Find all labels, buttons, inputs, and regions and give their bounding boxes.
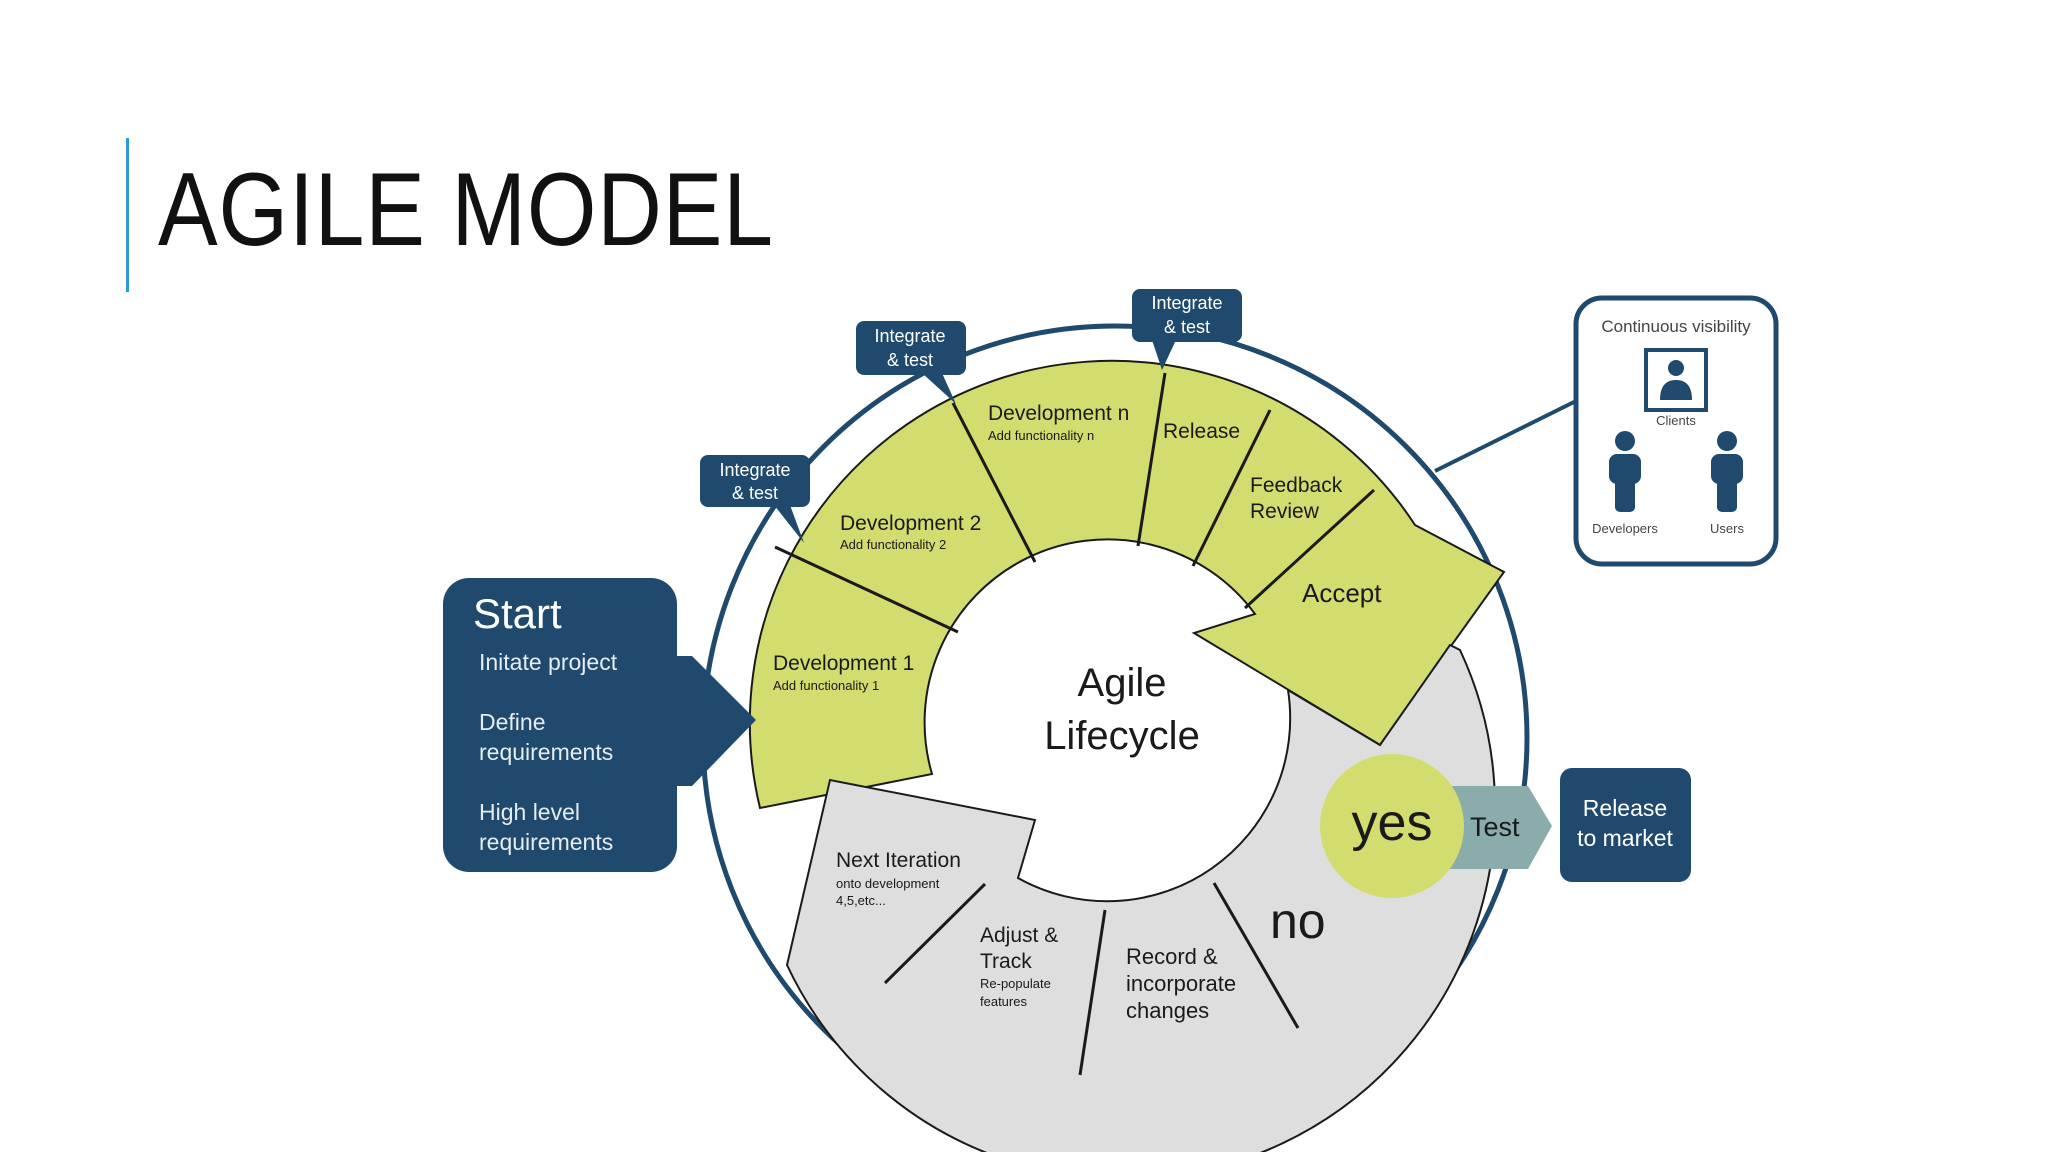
slide-title: AGILE MODEL [158,152,774,268]
development-2-title: Development 2 [840,512,981,535]
start-item-requirements: requirements [479,739,613,765]
adjust-label-line2: Track [980,950,1032,973]
accept-label: Accept [1302,578,1382,608]
integrate-1-line1: Integrate [719,460,790,480]
no-label: no [1270,893,1326,949]
integrate-2-line1: Integrate [874,326,945,346]
next-iteration-sub1: onto development [836,876,940,891]
review-dividers [883,882,1300,1076]
user-person-icon [1711,431,1743,512]
feedback-label-line1: Feedback [1250,474,1343,497]
visibility-connector [1434,398,1579,473]
clients-label: Clients [1656,413,1696,428]
yes-label: yes [1352,794,1433,852]
test-arrow [1440,786,1552,869]
start-item-define: Define [479,709,545,735]
adjust-sub-line1: Re-populate [980,976,1051,991]
integrate-1-line2: & test [732,483,778,503]
record-label-line2: incorporate [1126,971,1236,996]
developers-label: Developers [1592,521,1658,536]
record-label-line1: Record & [1126,944,1218,969]
visibility-title: Continuous visibility [1601,317,1751,336]
integrate-2-line2: & test [887,350,933,370]
integrate-bubble-2 [856,321,966,404]
record-label-line3: changes [1126,998,1209,1023]
release-label: Release [1163,420,1240,443]
next-iteration-label: Next Iteration [836,849,961,872]
test-label: Test [1470,812,1520,842]
development-n-title: Development n [988,402,1129,425]
feedback-label-line2: Review [1250,500,1320,523]
integrate-3-line2: & test [1164,317,1210,337]
start-item-high-level: High level [479,799,580,825]
developer-person-icon [1609,431,1641,512]
yes-circle [1320,754,1464,898]
clients-icon [1644,348,1708,412]
release-to-market-box [1560,768,1691,882]
release-market-line2: to market [1577,825,1673,851]
start-item-high-level-req: requirements [479,829,613,855]
adjust-sub-line2: features [980,994,1027,1009]
start-panel [443,578,756,872]
development-dividers [774,372,1376,634]
development-2-sub: Add functionality 2 [840,537,946,552]
start-item-initiate: Initate project [479,649,618,675]
development-1-sub: Add functionality 1 [773,678,879,693]
integrate-bubble-1 [700,455,810,543]
development-1-title: Development 1 [773,652,914,675]
development-ring [748,359,1506,810]
development-n-sub: Add functionality n [988,428,1094,443]
center-label-line2: Lifecycle [1044,714,1200,758]
adjust-label-line1: Adjust & [980,924,1058,947]
review-ring [785,643,1497,1152]
center-label-line1: Agile [1078,661,1167,705]
title-accent-bar [126,138,129,292]
start-heading: Start [473,590,562,637]
next-iteration-sub2: 4,5,etc... [836,893,886,908]
users-label: Users [1710,521,1744,536]
integrate-bubble-3 [1132,289,1242,370]
integrate-3-line1: Integrate [1151,293,1222,313]
release-market-line1: Release [1583,795,1667,821]
